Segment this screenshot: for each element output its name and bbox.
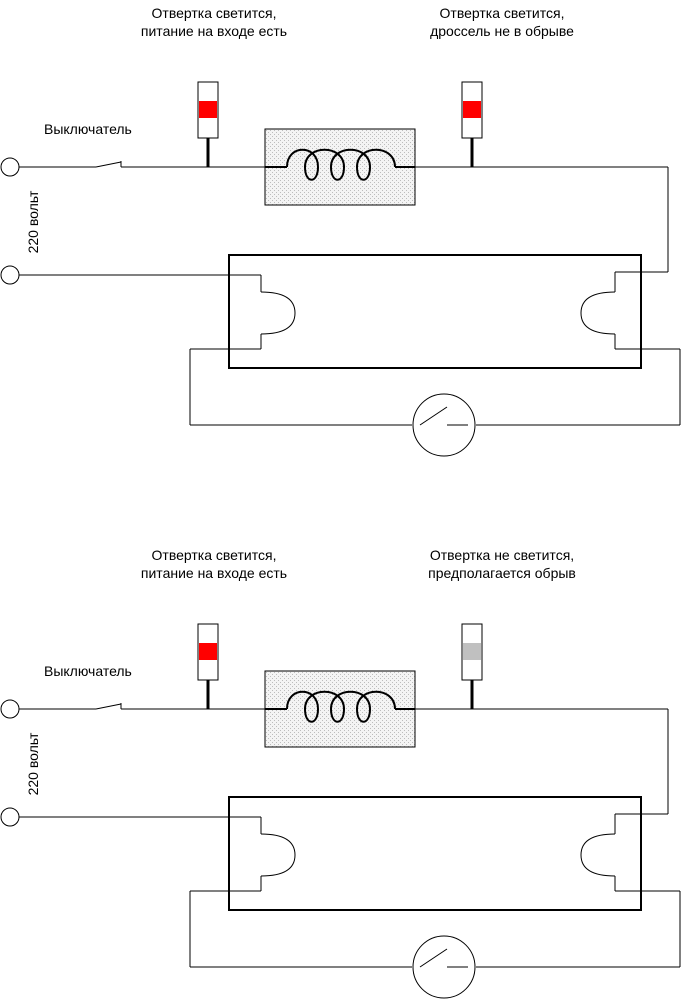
- probe-left-caption-line2: питание на входе есть: [141, 23, 287, 39]
- probe-right-caption-line2: предполагается обрыв: [428, 565, 576, 581]
- voltage-label: 220 вольт: [25, 190, 41, 253]
- probe-left-caption-line1: Отвертка светится,: [152, 5, 277, 21]
- probe-left-caption-line1: Отвертка светится,: [152, 547, 277, 563]
- switch-label: Выключатель: [44, 121, 132, 137]
- switch-label: Выключатель: [44, 663, 132, 679]
- panel-1: Выключатель 220 вольт Отвертка светится,…: [0, 5, 681, 458]
- probe-right-caption-line1: Отвертка светится,: [440, 5, 565, 21]
- probe-right-indicator: [463, 101, 481, 118]
- panel-2: Выключатель 220 вольт Отвертка светится,…: [0, 547, 681, 999]
- voltage-label: 220 вольт: [25, 732, 41, 795]
- probe-left-caption-line2: питание на входе есть: [141, 565, 287, 581]
- probe-right-caption-line2: дроссель не в обрыве: [430, 23, 574, 39]
- probe-left-indicator: [199, 101, 217, 118]
- probe-left-indicator: [199, 643, 217, 660]
- probe-right-caption-line1: Отвертка не светится,: [430, 547, 574, 563]
- probe-right-indicator: [463, 643, 481, 660]
